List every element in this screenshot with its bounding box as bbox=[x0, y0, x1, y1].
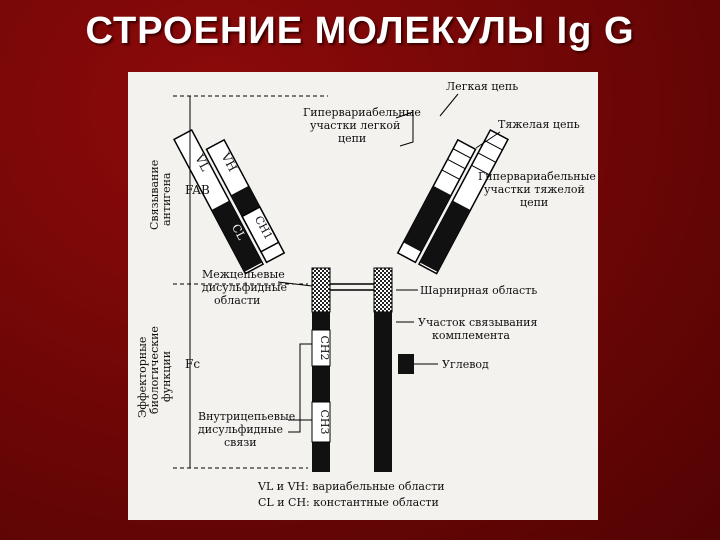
igg-diagram: VL CL VH CH1 CH2 CH3 FAB Fc bbox=[128, 72, 598, 520]
interchain-1: Межцепьевые bbox=[202, 268, 285, 281]
fab-label: FAB bbox=[185, 183, 210, 197]
effector-label-2: биологические bbox=[148, 326, 161, 414]
legend-line-1: VL и VH: вариабельные области bbox=[257, 480, 445, 493]
fc-label: Fc bbox=[185, 357, 200, 371]
right-hv-tick-3 bbox=[471, 164, 490, 176]
light-chain-label: Легкая цепь bbox=[446, 80, 518, 93]
complement-1: Участок связывания bbox=[418, 316, 537, 329]
igg-diagram-svg: VL CL VH CH1 CH2 CH3 FAB Fc bbox=[136, 80, 596, 509]
hv-heavy-1: Гипервариабельные bbox=[478, 170, 596, 183]
antigen-label-2: антигена bbox=[160, 172, 173, 226]
intrachain-2: дисульфидные bbox=[198, 423, 283, 436]
right-ch1-domain bbox=[403, 185, 452, 252]
right-hv-tick-2 bbox=[477, 152, 497, 163]
right-hv-tick-6 bbox=[441, 169, 460, 180]
ch2-box bbox=[311, 329, 331, 367]
intrachain-3: связи bbox=[224, 436, 257, 449]
right-cl-domain bbox=[419, 200, 471, 272]
hv-light-bracket bbox=[395, 111, 414, 147]
slide-title: СТРОЕНИЕ МОЛЕКУЛЫ Ig G bbox=[85, 10, 635, 52]
heavy-chain-label: Тяжелая цепь bbox=[498, 118, 580, 131]
right-hv-tick-5 bbox=[447, 158, 466, 170]
right-hinge bbox=[373, 267, 393, 313]
hinge-label: Шарнирная область bbox=[420, 284, 537, 297]
left-cl-domain bbox=[211, 200, 263, 272]
interchain-2: дисульфидные bbox=[202, 281, 287, 294]
carbohydrate-block bbox=[398, 354, 414, 374]
intrachain-bracket-2 bbox=[288, 419, 312, 433]
carbohydrate-label: Углевод bbox=[442, 358, 489, 371]
hv-light-3: цепи bbox=[338, 132, 366, 145]
intrachain-1: Внутрицепьевые bbox=[198, 410, 295, 423]
ch3-label: CH3 bbox=[318, 409, 331, 434]
left-arm: VL CL VH CH1 bbox=[173, 128, 286, 275]
hv-heavy-2: участки тяжелой bbox=[484, 183, 585, 196]
left-hinge bbox=[311, 267, 331, 313]
light-chain-pointer bbox=[439, 93, 459, 117]
ch3-box bbox=[311, 401, 331, 443]
left-ch1-box bbox=[241, 206, 280, 253]
ch2-label: CH2 bbox=[318, 335, 331, 360]
interchain-3: области bbox=[214, 294, 260, 307]
hv-heavy-3: цепи bbox=[520, 196, 548, 209]
interchain-pointer bbox=[277, 281, 313, 287]
right-hv-tick-4 bbox=[452, 148, 472, 159]
hv-light-1: Гипервариабельные bbox=[303, 106, 421, 119]
complement-2: комплемента bbox=[432, 329, 510, 342]
left-ch1-dark bbox=[230, 185, 260, 217]
right-fc-chain bbox=[374, 312, 392, 472]
antigen-label-1: Связывание bbox=[148, 160, 161, 230]
legend-line-2: CL и CH: константные области bbox=[258, 496, 439, 509]
intrachain-bracket-1 bbox=[288, 343, 312, 421]
right-arm bbox=[396, 128, 509, 275]
effector-label-3: функции bbox=[160, 351, 173, 402]
right-hv-tick-1 bbox=[484, 140, 503, 151]
effector-label-1: Эффекторные bbox=[136, 337, 149, 418]
heavy-chain-pointer bbox=[475, 131, 501, 149]
hv-light-2: участки легкой bbox=[310, 119, 400, 132]
